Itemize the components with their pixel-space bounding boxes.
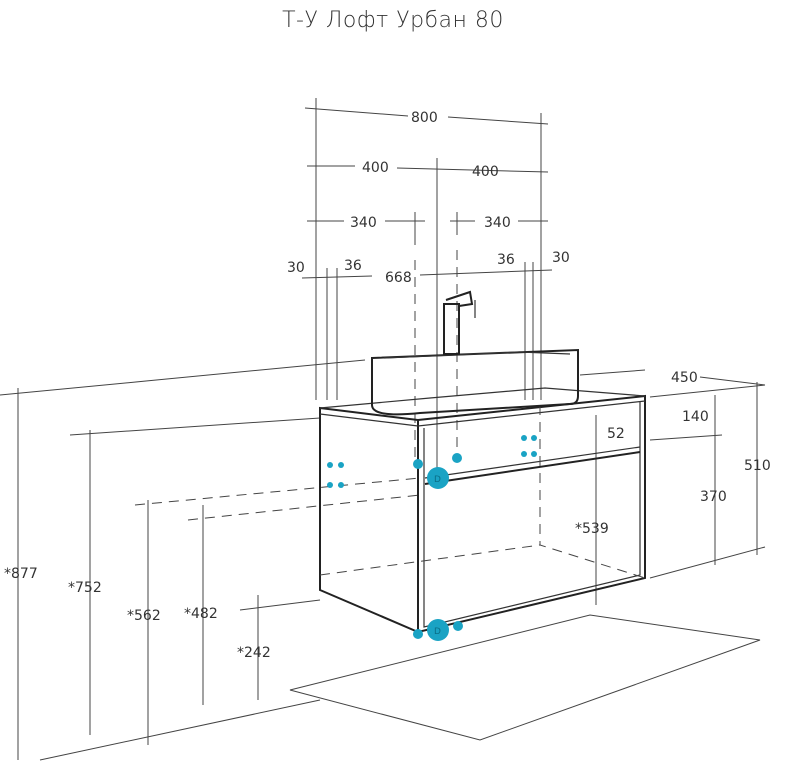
dim-450: 450 bbox=[671, 370, 698, 386]
dim-370: 370 bbox=[700, 489, 727, 505]
marker-d-bottom: D bbox=[434, 627, 441, 637]
dim-539: *539 bbox=[575, 521, 609, 537]
dim-510: 510 bbox=[744, 458, 771, 474]
dim-482: *482 bbox=[184, 606, 218, 622]
dimension-lines bbox=[0, 107, 766, 761]
dim-30-right: 30 bbox=[552, 250, 570, 266]
dim-340-right: 340 bbox=[484, 215, 511, 231]
dim-242: *242 bbox=[237, 645, 271, 661]
dim-140: 140 bbox=[682, 409, 709, 425]
dim-400-left: 400 bbox=[362, 160, 389, 176]
dim-400-right: 400 bbox=[472, 164, 499, 180]
dim-36-right: 36 bbox=[497, 252, 515, 268]
extension-lines bbox=[315, 98, 542, 470]
dim-562: *562 bbox=[127, 608, 161, 624]
dim-52: 52 bbox=[607, 426, 625, 442]
connection-markers: D D bbox=[327, 435, 537, 641]
dim-800: 800 bbox=[411, 110, 438, 126]
dim-877: *877 bbox=[4, 566, 38, 582]
marker-d-top: D bbox=[434, 475, 441, 485]
dim-752: *752 bbox=[68, 580, 102, 596]
dimension-labels: 800 400 400 340 340 30 36 668 36 30 450 … bbox=[4, 110, 771, 661]
dim-668: 668 bbox=[385, 270, 412, 286]
faucet bbox=[443, 290, 476, 355]
dim-36-left: 36 bbox=[344, 258, 362, 274]
vessel-sink bbox=[371, 348, 579, 416]
dim-30-left: 30 bbox=[287, 260, 305, 276]
drawing-title: Т-У Лофт Урбан 80 bbox=[282, 8, 504, 33]
dim-340-left: 340 bbox=[350, 215, 377, 231]
floor-outline bbox=[289, 614, 761, 741]
